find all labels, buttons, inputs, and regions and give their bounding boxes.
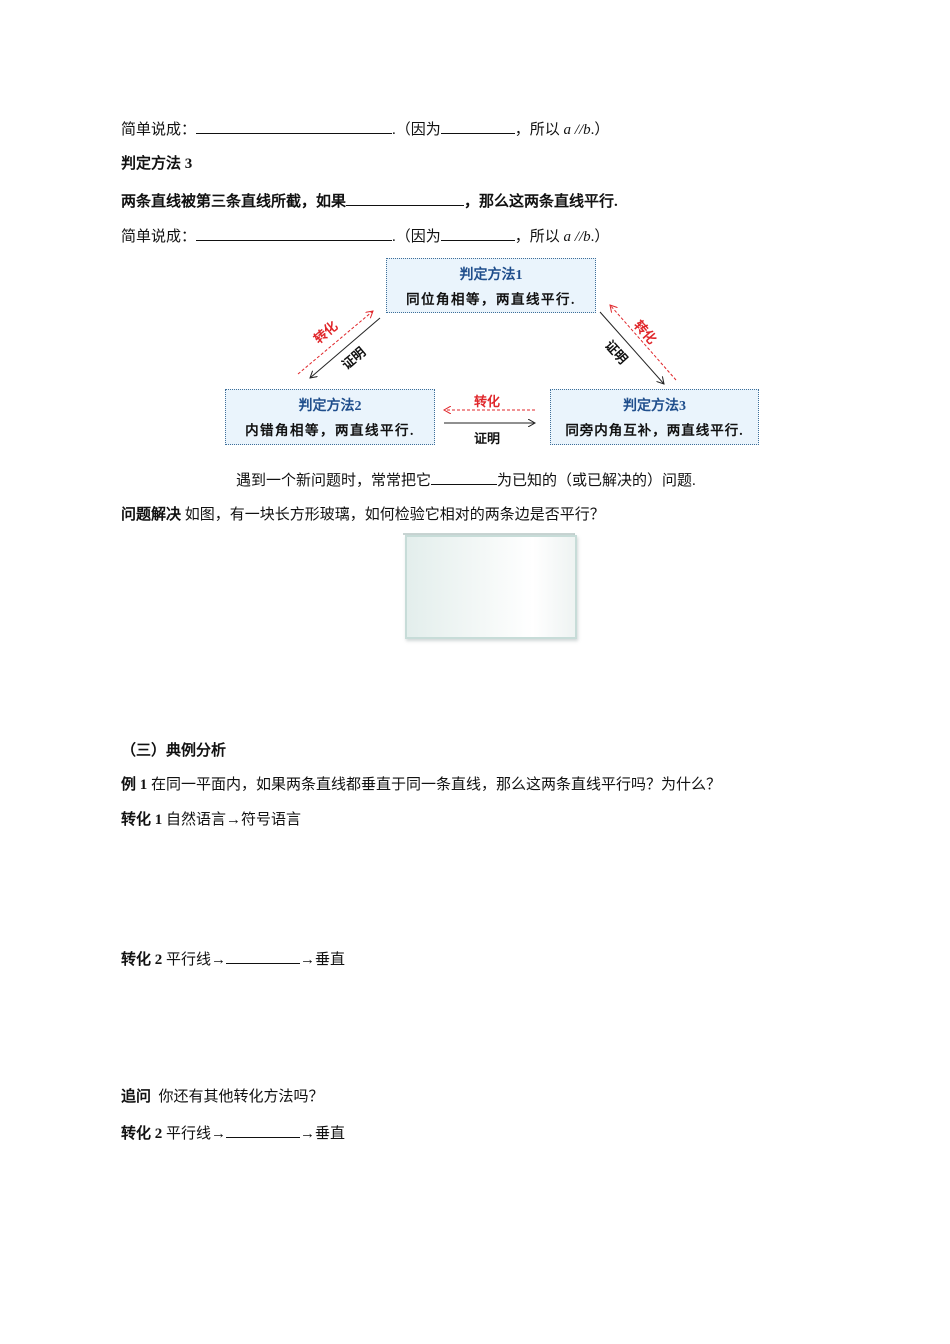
- method1-title: 判定方法1: [459, 268, 523, 283]
- method3-box: 判定方法3 同旁内角互补，两直线平行.: [550, 389, 759, 445]
- because-prefix: .（因为: [392, 229, 441, 245]
- parallel-symbol: //: [571, 229, 584, 245]
- transform2b-blank[interactable]: [226, 1122, 301, 1138]
- transform2-blank[interactable]: [226, 948, 301, 964]
- method2-desc: 内错角相等，两直线平行.: [245, 423, 415, 438]
- method1-desc: 同位角相等，两直线平行.: [406, 292, 576, 307]
- transform-note: 遇到一个新问题时，常常把它 为已知的（或已解决的）问题.: [236, 469, 696, 491]
- var-b: b: [583, 122, 591, 138]
- method1-box: 判定方法1 同位角相等，两直线平行.: [386, 258, 596, 313]
- transform1-label: 转化 1: [121, 812, 163, 828]
- problem-line: 问题解决 如图，有一块长方形玻璃，如何检验它相对的两条边是否平行？: [121, 505, 605, 525]
- method3-simple-say-line: 简单说成： .（因为 ，所以 a //b.）: [121, 225, 609, 247]
- transform1-text: 自然语言→符号语言: [166, 812, 302, 828]
- because-blank[interactable]: [440, 118, 515, 134]
- problem-label: 问题解决: [121, 507, 182, 523]
- conclusion-suffix: .）: [590, 122, 610, 138]
- method2-title: 判定方法2: [298, 399, 362, 414]
- transform-label-bottom: 转化: [474, 394, 501, 409]
- example1-label: 例 1: [121, 777, 148, 793]
- method3-desc: 同旁内角互补，两直线平行.: [565, 423, 744, 438]
- proof-arrow-left: [310, 317, 381, 378]
- note-prefix: 遇到一个新问题时，常常把它: [236, 473, 432, 489]
- transform2-prefix: 平行线→: [166, 952, 227, 968]
- followup-text: 你还有其他转化方法吗？: [158, 1089, 324, 1105]
- transform2b-suffix: →垂直: [300, 1126, 346, 1142]
- because-blank[interactable]: [440, 225, 515, 241]
- proof-label-bottom: 证明: [474, 431, 501, 446]
- example1-text: 在同一平面内，如果两条直线都垂直于同一条直线，那么这两条直线平行吗？为什么？: [151, 777, 722, 793]
- method3-heading: 判定方法 3: [121, 156, 193, 172]
- transform-arrow-left: [297, 311, 373, 375]
- var-b: b: [583, 229, 591, 245]
- simple-say-label: 简单说成：: [121, 229, 197, 245]
- followup-label: 追问: [121, 1089, 152, 1105]
- diagram-arrows: [297, 0, 677, 470]
- transform1-line: 转化 1 自然语言→符号语言: [121, 810, 301, 830]
- because-prefix: .（因为: [392, 122, 441, 138]
- simple-say-label: 简单说成：: [121, 122, 197, 138]
- statement-prefix: 两条直线被第三条直线所截，如果: [121, 194, 347, 210]
- note-blank[interactable]: [431, 469, 498, 485]
- var-a: a: [563, 229, 572, 245]
- so-prefix: ，所以: [514, 122, 560, 138]
- transform2-suffix: →垂直: [300, 952, 346, 968]
- parallel-symbol: //: [571, 122, 584, 138]
- so-prefix: ，所以: [514, 229, 560, 245]
- transform2-label: 转化 2: [121, 952, 163, 968]
- transform2b-line: 转化 2 平行线→ →垂直: [121, 1122, 345, 1144]
- statement-suffix: ，那么这两条直线平行.: [464, 194, 618, 210]
- method2-simple-say-line: 简单说成： .（因为 ，所以 a //b.）: [121, 118, 609, 140]
- note-suffix: 为已知的（或已解决的）问题.: [497, 473, 696, 489]
- problem-text: 如图，有一块长方形玻璃，如何检验它相对的两条边是否平行？: [184, 507, 605, 523]
- simple-say-blank[interactable]: [196, 118, 393, 134]
- method3-title: 判定方法3: [623, 399, 686, 414]
- conclusion-suffix: .）: [590, 229, 610, 245]
- transform2b-label: 转化 2: [121, 1126, 163, 1142]
- method3-statement: 两条直线被第三条直线所截，如果 ，那么这两条直线平行.: [121, 190, 618, 212]
- section-heading: （三）典例分析: [121, 743, 227, 759]
- condition-blank[interactable]: [346, 190, 465, 206]
- simple-say-blank[interactable]: [196, 225, 393, 241]
- var-a: a: [563, 122, 572, 138]
- transform2-line: 转化 2 平行线→ →垂直: [121, 948, 345, 970]
- transform2b-prefix: 平行线→: [166, 1126, 227, 1142]
- example1-line: 例 1 在同一平面内，如果两条直线都垂直于同一条直线，那么这两条直线平行吗？为什…: [121, 775, 721, 795]
- transform-arrow-right: [610, 305, 677, 381]
- rectangular-glass-figure: [405, 535, 577, 639]
- method2-box: 判定方法2 内错角相等，两直线平行.: [225, 389, 435, 445]
- followup-line: 追问 你还有其他转化方法吗？: [121, 1087, 324, 1107]
- proof-arrow-right: [599, 311, 664, 384]
